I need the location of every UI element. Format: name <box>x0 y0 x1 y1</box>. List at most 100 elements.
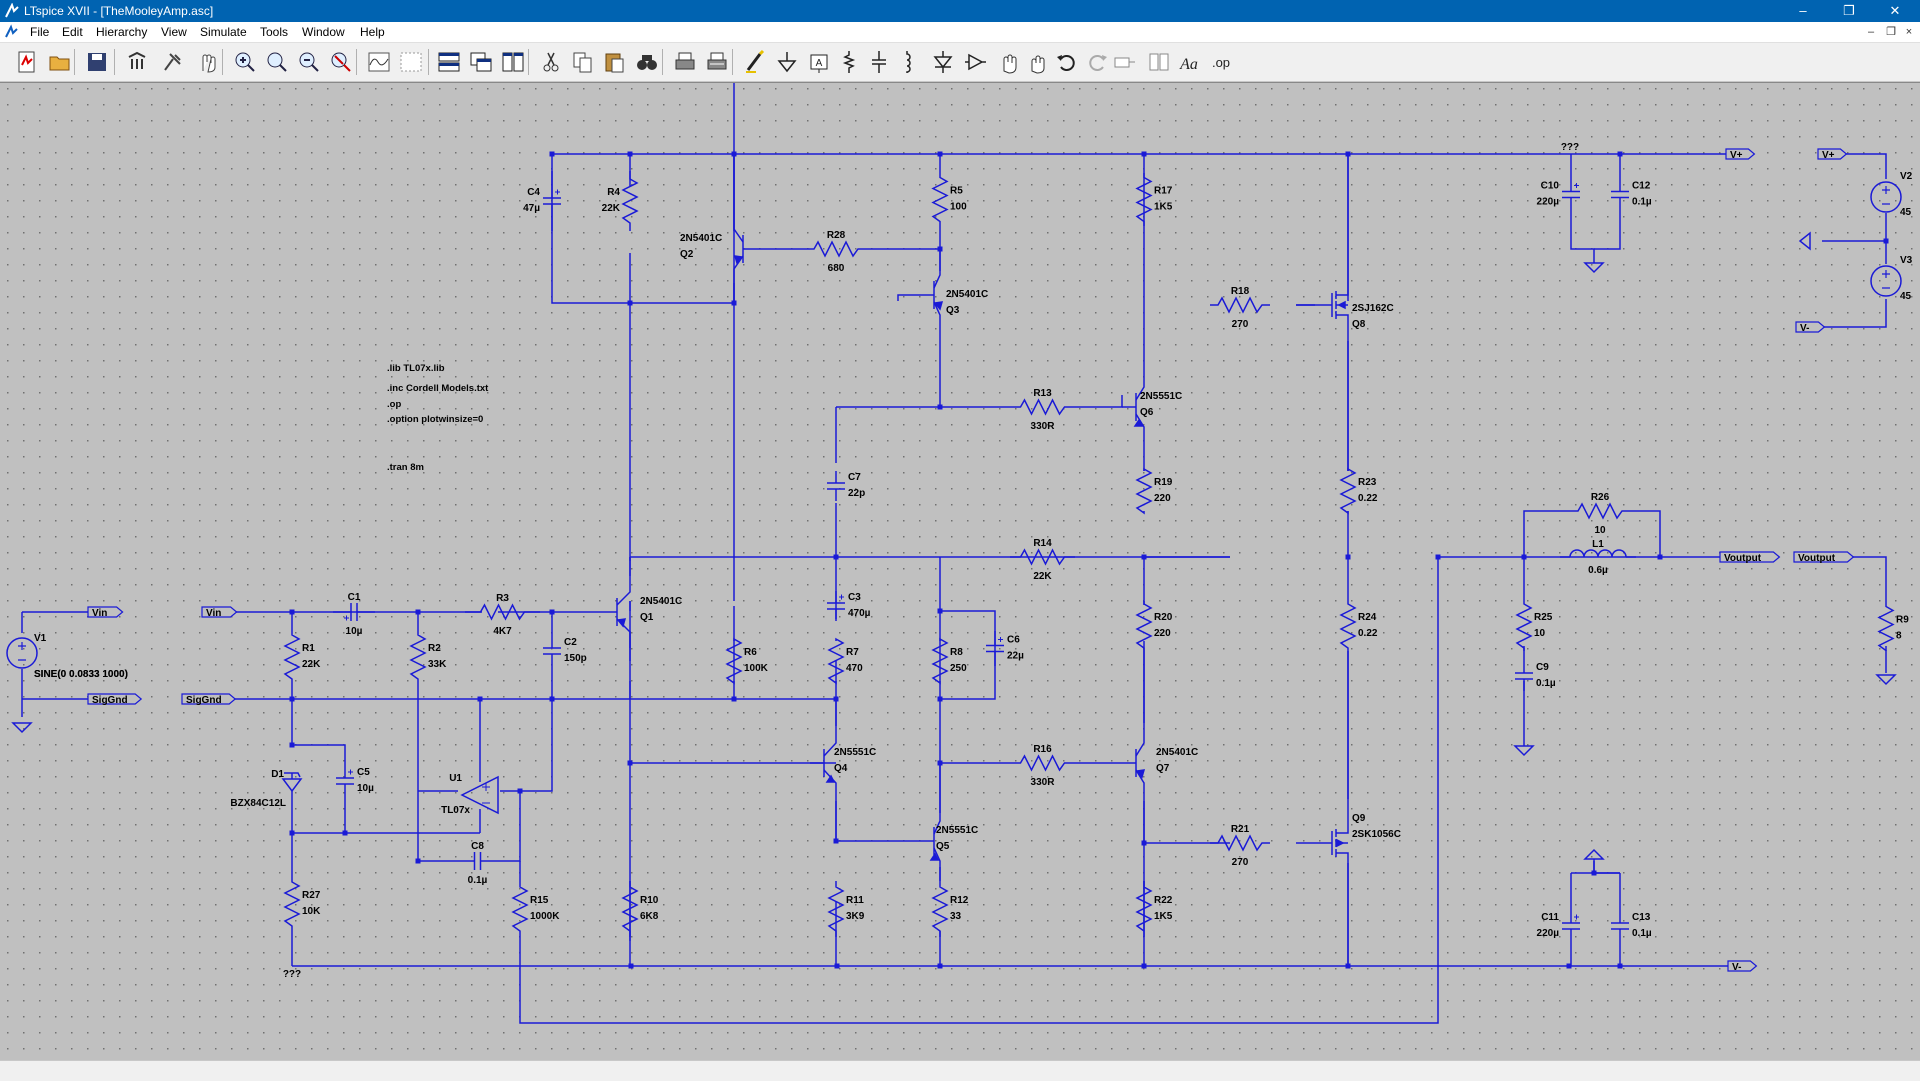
net-label-v-plus[interactable]: V+ <box>1817 148 1848 161</box>
drag-icon[interactable] <box>1026 49 1052 75</box>
cascade-icon[interactable] <box>468 49 494 75</box>
voltage-source-v2[interactable] <box>1870 181 1902 213</box>
capacitor-c11[interactable] <box>1562 906 1580 946</box>
capacitor-c4[interactable] <box>543 171 561 231</box>
undo-icon[interactable] <box>1054 49 1080 75</box>
resistor-r23[interactable] <box>1339 467 1357 515</box>
resistor-r4[interactable] <box>621 171 639 231</box>
menu-edit[interactable]: Edit <box>62 25 83 39</box>
net-label-voutput[interactable]: Voutput <box>1719 551 1781 564</box>
capacitor-c5[interactable] <box>336 761 354 801</box>
resistor-r20[interactable] <box>1135 601 1153 651</box>
copy-icon[interactable] <box>570 49 596 75</box>
resistor-r18[interactable] <box>1210 296 1270 314</box>
resistor-r6[interactable] <box>725 637 743 685</box>
net-label-vin[interactable]: Vin <box>201 606 238 619</box>
net-label-v-minus[interactable]: V- <box>1727 960 1758 973</box>
new-schematic-icon[interactable] <box>14 49 40 75</box>
transistor-q1[interactable] <box>603 557 631 661</box>
capacitor-c9[interactable] <box>1515 661 1533 691</box>
capacitor-icon[interactable] <box>866 49 892 75</box>
resistor-r16[interactable] <box>1010 754 1075 772</box>
minimize-button[interactable]: – <box>1799 3 1807 18</box>
zener-diode-d1[interactable] <box>281 772 303 793</box>
net-label-vin[interactable]: Vin <box>87 606 124 619</box>
wire-icon[interactable] <box>742 49 768 75</box>
component-icon[interactable] <box>962 49 988 75</box>
diode-icon[interactable] <box>930 49 956 75</box>
resistor-icon[interactable] <box>836 49 862 75</box>
resistor-r1[interactable] <box>283 633 301 681</box>
mdi-restore-button[interactable]: ❐ <box>1886 26 1896 38</box>
wire[interactable] <box>1570 216 1595 263</box>
zoom-fit-icon[interactable] <box>328 49 354 75</box>
inductor-l1[interactable] <box>1560 549 1636 558</box>
wire[interactable] <box>1822 299 1887 328</box>
transistor-q2[interactable] <box>733 154 757 303</box>
resistor-r3[interactable] <box>465 603 540 621</box>
maximize-button[interactable]: ❐ <box>1843 3 1855 18</box>
opamp-u1[interactable] <box>460 775 499 815</box>
save-icon[interactable] <box>84 49 110 75</box>
close-button[interactable]: ✕ <box>1889 3 1901 18</box>
find-icon[interactable] <box>634 49 660 75</box>
label-net-icon[interactable]: A <box>806 49 832 75</box>
resistor-r27[interactable] <box>283 879 301 929</box>
resistor-r28[interactable] <box>806 240 866 258</box>
redo-icon[interactable] <box>1084 49 1110 75</box>
resistor-r11[interactable] <box>827 881 845 937</box>
capacitor-c1[interactable] <box>333 603 375 621</box>
rotate-icon[interactable] <box>1112 49 1138 75</box>
transistor-q3[interactable] <box>920 249 944 321</box>
mosfet-q9[interactable] <box>1315 651 1349 966</box>
menu-file[interactable]: File <box>30 25 50 39</box>
open-icon[interactable] <box>47 49 73 75</box>
wire[interactable] <box>1523 510 1570 557</box>
net-label-siggnd[interactable]: SigGnd <box>181 693 237 706</box>
autorange-icon[interactable] <box>398 49 424 75</box>
mdi-minimize-button[interactable]: – <box>1867 26 1875 38</box>
resistor-r5[interactable] <box>931 173 949 226</box>
resistor-r22[interactable] <box>1135 881 1153 937</box>
wire[interactable] <box>1630 510 1661 557</box>
transistor-q6[interactable] <box>1122 154 1145 471</box>
wire[interactable] <box>292 744 346 761</box>
net-label-v-plus[interactable]: V+ <box>1725 148 1756 161</box>
capacitor-c2[interactable] <box>543 641 561 661</box>
halt-icon[interactable] <box>194 49 220 75</box>
capacitor-c3[interactable] <box>827 591 845 621</box>
resistor-r12[interactable] <box>931 881 949 937</box>
ground-icon[interactable] <box>774 49 800 75</box>
wire[interactable] <box>1594 216 1621 250</box>
transistor-q4[interactable] <box>810 699 837 841</box>
net-label-voutput[interactable]: Voutput <box>1793 551 1855 564</box>
resistor-r19[interactable] <box>1135 467 1153 515</box>
resistor-r14[interactable] <box>1010 548 1075 566</box>
zoom-area-icon[interactable] <box>264 49 290 75</box>
text-icon[interactable]: Aa <box>1176 49 1202 75</box>
voltage-source-v3[interactable] <box>1870 265 1902 297</box>
cut-icon[interactable] <box>538 49 564 75</box>
menu-simulate[interactable]: Simulate <box>200 25 247 39</box>
mirror-icon[interactable] <box>1146 49 1172 75</box>
capacitor-c10[interactable] <box>1562 173 1580 216</box>
transistor-q5[interactable] <box>920 763 941 881</box>
resistor-r24[interactable] <box>1339 601 1357 651</box>
run-icon[interactable] <box>160 49 186 75</box>
capacitor-c12[interactable] <box>1611 173 1629 216</box>
menu-window[interactable]: Window <box>302 25 345 39</box>
menu-hierarchy[interactable]: Hierarchy <box>96 25 148 39</box>
resistor-r8[interactable] <box>931 637 949 685</box>
tile-horizontal-icon[interactable] <box>436 49 462 75</box>
document-icon[interactable] <box>4 24 20 40</box>
tile-vertical-icon[interactable] <box>500 49 526 75</box>
resistor-r10[interactable] <box>621 881 639 937</box>
wire[interactable] <box>897 294 920 301</box>
control-panel-icon[interactable] <box>124 49 150 75</box>
print-icon[interactable] <box>672 49 698 75</box>
capacitor-c13[interactable] <box>1611 906 1629 946</box>
waveform-icon[interactable] <box>366 49 392 75</box>
mdi-close-button[interactable]: × <box>1905 26 1913 38</box>
transistor-q7[interactable] <box>1122 651 1146 881</box>
